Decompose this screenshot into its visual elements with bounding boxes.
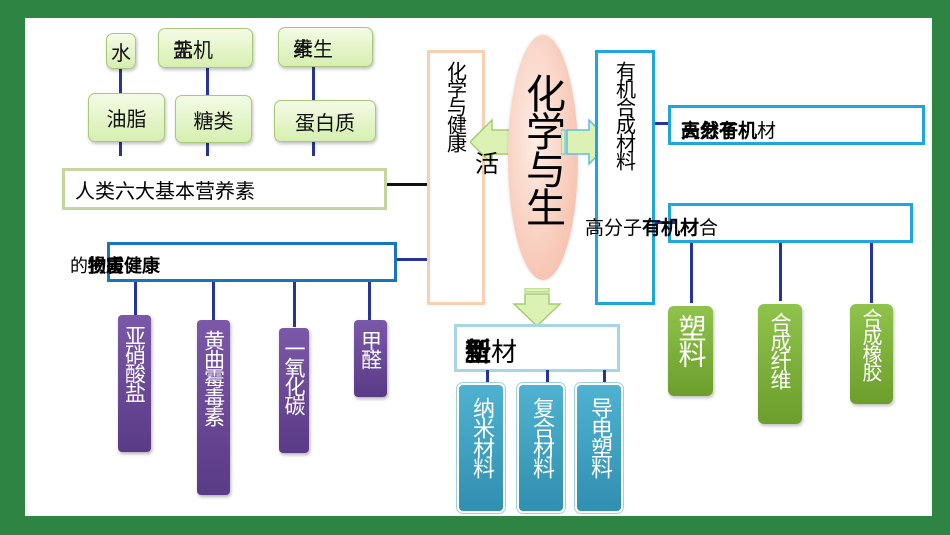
new-materials-category xyxy=(454,324,620,372)
label-part: 天然有机 xyxy=(681,120,758,142)
organic-panel-title: 有机合成材料 xyxy=(612,61,637,169)
nutrient-vitamin: 维生素 xyxy=(278,27,373,67)
label-part: 有机材 xyxy=(642,217,700,239)
natural-polymer-category xyxy=(668,105,925,145)
new-material-item-label: 复合材料 xyxy=(529,397,554,477)
label-part: 合 xyxy=(699,217,719,239)
connector xyxy=(387,183,427,186)
label-part: 高分子 xyxy=(681,120,739,142)
new-materials-label: 新型材 xyxy=(465,332,517,369)
stray-character: 活 xyxy=(475,150,499,178)
connector xyxy=(690,243,693,303)
label-part: 损害健康物质 xyxy=(88,252,160,278)
connector xyxy=(546,370,549,385)
center-topic xyxy=(508,35,578,280)
harmful-item: 一氧化碳 xyxy=(279,328,309,453)
connector xyxy=(655,221,675,224)
label-part: 的 xyxy=(70,256,88,277)
label-part: 素 xyxy=(293,36,313,61)
harmful-item: 甲醛 xyxy=(354,320,387,397)
label-part: 材 xyxy=(491,338,518,368)
harmful-item: 亚硝酸盐 xyxy=(118,315,151,452)
nutrient-protein: 蛋白质 xyxy=(274,100,376,142)
harmful-category-label: 的损害健康物质 xyxy=(70,252,160,278)
new-material-item: 导电塑料 xyxy=(574,382,624,514)
label-part: 新 xyxy=(465,338,492,368)
nutrient-label: 油脂 xyxy=(106,107,147,131)
label-part: 损害健康 xyxy=(88,256,160,277)
harmful-category xyxy=(107,242,397,282)
new-material-item-label: 纳米材料 xyxy=(469,397,494,477)
organic-item: 合成橡胶 xyxy=(850,304,893,404)
synthetic-polymer-label: 高分子有机材合 xyxy=(585,213,718,240)
label-part: 高分子 xyxy=(585,217,643,239)
nutrients-category-label: 人类六大基本营养素 xyxy=(75,178,255,203)
natural-polymer-label: 天然有机高分子材 xyxy=(681,116,776,143)
health-panel: 化学与健康 xyxy=(427,50,485,305)
organic-item-label: 塑料 xyxy=(674,314,708,366)
label-part: 型 xyxy=(465,338,492,368)
new-material-item: 复合材料 xyxy=(516,382,566,514)
organic-item: 塑料 xyxy=(668,306,713,396)
nutrient-label: 水 xyxy=(111,40,131,65)
harmful-item-label: 一氧化碳 xyxy=(282,338,306,414)
label-part: 维生 xyxy=(293,36,333,61)
nutrients-category: 人类六大基本营养素 xyxy=(62,168,387,210)
connector xyxy=(397,258,427,261)
nutrient-inorganic-salt: 无机盐 xyxy=(158,28,253,68)
organic-item-label: 合成橡胶 xyxy=(859,308,883,380)
connector xyxy=(779,243,782,301)
new-material-item: 纳米材料 xyxy=(456,382,506,514)
connector xyxy=(212,282,215,322)
arrow-down-icon xyxy=(512,288,562,328)
harmful-item-label: 甲醛 xyxy=(358,330,383,368)
nutrient-label: 糖类 xyxy=(193,108,234,133)
organic-materials-panel: 有机合成材料 xyxy=(595,50,655,305)
nutrient-sugar: 糖类 xyxy=(175,95,252,143)
label-part: 盐 xyxy=(173,37,193,62)
harmful-item: 黄曲霉毒素 xyxy=(197,320,230,495)
label-part: 物质 xyxy=(88,256,124,277)
harmful-item-label: 黄曲霉毒素 xyxy=(201,330,226,425)
organic-item: 合成纤维 xyxy=(758,304,802,424)
nutrient-oil: 油脂 xyxy=(88,93,165,142)
label-part: 无机 xyxy=(173,37,213,62)
center-title: 化学与生 xyxy=(519,73,565,225)
health-panel-title: 化学与健康 xyxy=(443,61,468,151)
connector xyxy=(870,243,873,303)
connector xyxy=(603,370,606,385)
new-material-item-label: 导电塑料 xyxy=(587,397,612,477)
harmful-item-label: 亚硝酸盐 xyxy=(122,325,147,401)
connector xyxy=(368,282,371,322)
label-part: 材 xyxy=(757,120,777,142)
nutrient-water: 水 xyxy=(106,33,136,69)
organic-item-label: 合成纤维 xyxy=(768,312,792,388)
connector xyxy=(134,282,137,317)
nutrient-label: 无机盐 xyxy=(173,34,213,63)
connector xyxy=(293,282,296,327)
nutrient-label: 蛋白质 xyxy=(295,110,355,135)
nutrient-label: 维生素 xyxy=(293,33,333,62)
connector xyxy=(486,370,489,385)
diagram-canvas: 水 无机盐 维生素 油脂 糖类 蛋白质 人类六大基本营养素 的损害健康物质 亚硝… xyxy=(25,18,932,516)
